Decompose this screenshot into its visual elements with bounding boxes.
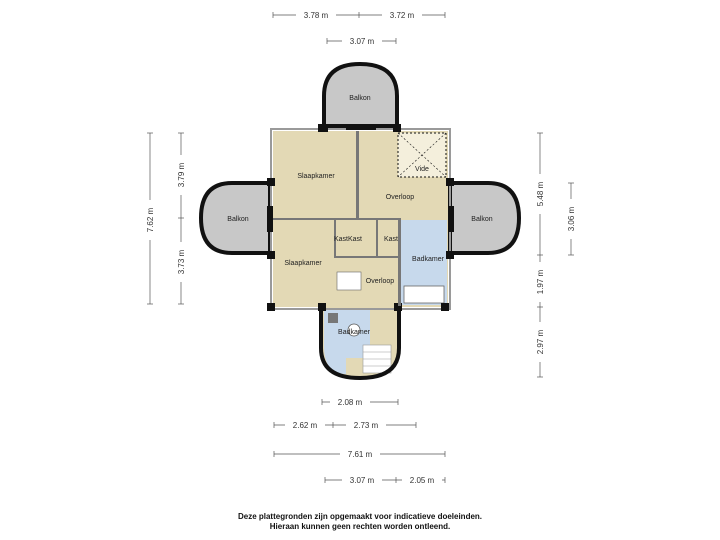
label-balkon-right: Balkon (471, 216, 493, 223)
dim-bottom-2a: 2.62 m (293, 421, 318, 430)
label-kast-2: Kast (348, 236, 362, 243)
dim-left-upper: 3.79 m (177, 162, 186, 187)
balconies (198, 61, 522, 255)
dim-bottom-3: 7.61 m (348, 450, 373, 459)
dimension-labels: 3.78 m 3.72 m 3.07 m 7.62 m 3.79 m 3.73 … (146, 11, 576, 485)
dim-bottom-2b: 2.73 m (354, 421, 379, 430)
dim-bottom-1: 2.08 m (338, 398, 363, 407)
dim-top-2: 3.72 m (390, 11, 415, 20)
label-vide: Vide (415, 166, 429, 173)
label-slaapkamer-2: Slaapkamer (284, 260, 322, 267)
label-balkon-top: Balkon (349, 95, 371, 102)
label-badkamer-1: Badkamer (412, 256, 445, 263)
disclaimer-line-2: Hieraan kunnen geen rechten worden ontle… (269, 522, 451, 531)
room-labels: Balkon Balkon Balkon Slaapkamer Slaapkam… (227, 95, 493, 336)
label-balkon-left: Balkon (227, 216, 249, 223)
dim-left-total: 7.62 m (146, 207, 155, 232)
disclaimer: Deze plattegronden zijn opgemaakt voor i… (0, 512, 720, 532)
dim-right-2: 3.06 m (567, 206, 576, 231)
disclaimer-line-1: Deze plattegronden zijn opgemaakt voor i… (237, 512, 483, 521)
balkon-left (198, 181, 272, 255)
dim-bottom-4b: 2.05 m (410, 476, 435, 485)
dim-top-3: 3.07 m (350, 37, 375, 46)
dim-right-1: 5.48 m (536, 181, 545, 206)
dim-right-3: 1.97 m (536, 269, 545, 294)
dim-right-4: 2.97 m (536, 329, 545, 354)
walls (267, 124, 454, 381)
label-slaapkamer-1: Slaapkamer (297, 173, 335, 180)
balkon-top (322, 61, 399, 128)
dimension-lines (143, 8, 577, 486)
label-kast-3: Kast (384, 236, 398, 243)
dim-bottom-4a: 3.07 m (350, 476, 375, 485)
label-kast-1: Kast (334, 236, 348, 243)
label-overloop-2: Overloop (366, 278, 395, 285)
dim-top-1: 3.78 m (304, 11, 329, 20)
balkon-right (448, 181, 522, 255)
dim-left-lower: 3.73 m (177, 249, 186, 274)
label-badkamer-2: Badkamer (338, 329, 371, 336)
label-overloop-1: Overloop (386, 194, 415, 201)
